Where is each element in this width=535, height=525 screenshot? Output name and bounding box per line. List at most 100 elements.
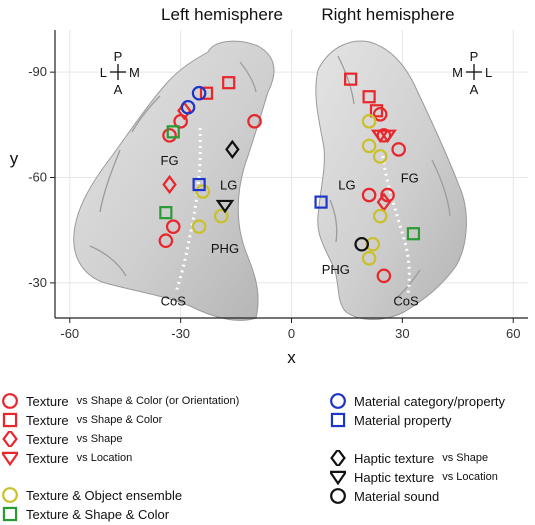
diamond-data-point — [162, 174, 177, 195]
x-tick-label: 30 — [395, 326, 409, 341]
right-furrow-1 — [431, 159, 451, 217]
circle-data-point — [191, 85, 207, 101]
legend-item: Texture vs Shape & Color (or Orientation) — [2, 392, 239, 410]
diamond-data-point — [177, 101, 192, 121]
square-legend-marker — [2, 412, 18, 428]
legend-label: Texture — [26, 450, 69, 466]
circle-data-point — [361, 187, 377, 203]
left-furrow-1 — [99, 149, 121, 213]
legend-symbol-diamond — [2, 431, 18, 447]
legend-label: Material property — [354, 412, 452, 428]
left-furrow-2 — [131, 95, 161, 133]
region-label: CoS — [393, 293, 419, 308]
legend-label: Material sound — [354, 488, 440, 504]
legend-item: Texture & Object ensemble — [2, 486, 182, 504]
square-legend-marker — [330, 412, 346, 428]
legend-label: Haptic texture — [354, 450, 435, 466]
legend-item: Material property — [330, 411, 452, 429]
legend-symbol-diamond — [330, 450, 346, 466]
circle-data-point — [365, 236, 381, 252]
region-label: FG — [161, 153, 179, 168]
circle-data-point — [213, 208, 229, 224]
legend: Texture vs Shape & Color (or Orientation)… — [0, 388, 535, 525]
left-panel-title: Left hemisphere — [161, 5, 283, 24]
square-data-point — [362, 90, 376, 104]
square-data-point — [406, 227, 421, 241]
diamond-data-point — [225, 139, 240, 160]
legend-label: Material category/property — [354, 393, 506, 409]
y-axis-label: y — [10, 149, 19, 168]
legend-symbol-circle — [2, 487, 18, 503]
left-furrow-4 — [239, 61, 257, 93]
compass-label-east: M — [129, 65, 140, 80]
panel-titles: Left hemisphere Right hemisphere — [161, 5, 455, 24]
circle-legend-marker — [330, 488, 346, 504]
triangle-down-data-point — [378, 129, 397, 144]
circle-data-point — [391, 142, 406, 157]
circle-legend-marker — [2, 487, 18, 503]
square-data-point — [344, 72, 358, 86]
circle-data-point — [165, 219, 181, 234]
y-tick-label: -30 — [28, 275, 47, 290]
legend-label: Texture — [26, 412, 69, 428]
legend-sublabel: vs Shape — [76, 433, 123, 445]
triangle-down-legend-marker — [330, 470, 346, 485]
circle-legend-marker — [2, 393, 18, 409]
legend-sublabel: vs Shape & Color — [76, 414, 163, 426]
compass-label-west: M — [452, 65, 463, 80]
diamond-legend-marker — [330, 450, 346, 466]
region-label: FG — [401, 171, 419, 186]
circle-data-point — [376, 128, 392, 143]
legend-item: Texture vs Shape — [2, 430, 123, 448]
diamond-legend-marker — [2, 431, 18, 447]
legend-label: Texture — [26, 431, 69, 447]
square-data-point — [314, 195, 328, 209]
circle-data-point — [361, 250, 377, 266]
circle-data-point — [372, 106, 388, 122]
x-tick-label: 0 — [288, 326, 295, 341]
square-data-point — [369, 104, 384, 118]
legend-label: Texture & Object ensemble — [26, 487, 183, 503]
legend-item: Texture vs Shape & Color — [2, 411, 162, 429]
compass-label-top: P — [114, 49, 123, 64]
square-data-point — [192, 177, 206, 192]
region-label: PHG — [211, 241, 239, 256]
circle-data-point — [180, 99, 196, 115]
legend-item: Material category/property — [330, 392, 505, 410]
circle-data-point — [195, 184, 211, 199]
square-data-point — [159, 206, 173, 220]
circle-legend-marker — [330, 393, 346, 409]
circle-data-point — [247, 114, 262, 129]
legend-sublabel: vs Shape — [442, 452, 489, 464]
x-tick-label: -60 — [60, 326, 79, 341]
brain-furrows — [89, 55, 451, 301]
right-hemisphere-surface — [315, 40, 467, 320]
right-panel-title: Right hemisphere — [321, 5, 454, 24]
legend-label: Texture — [26, 393, 69, 409]
legend-symbol-square — [2, 412, 18, 428]
legend-symbol-circle — [2, 393, 18, 409]
region-label: CoS — [161, 293, 187, 308]
legend-item: Haptic texture vs Shape — [330, 449, 488, 467]
circle-data-point — [376, 268, 392, 284]
square-data-point — [166, 125, 180, 139]
collateral-sulci — [174, 127, 411, 295]
compass-label-bottom: A — [114, 82, 123, 97]
legend-sublabel: vs Shape & Color (or Orientation) — [76, 395, 240, 407]
square-data-point — [199, 86, 214, 100]
left-furrow-3 — [89, 245, 127, 277]
circle-data-point — [191, 219, 207, 234]
triangle-down-legend-marker — [2, 451, 18, 466]
right-furrow-2 — [337, 55, 355, 105]
region-label: LG — [338, 178, 355, 193]
legend-label: Texture & Shape & Color — [26, 506, 170, 522]
legend-symbol-square — [2, 506, 18, 522]
legend-symbol-triangle-down — [2, 451, 18, 466]
legend-symbol-circle — [330, 488, 346, 504]
circle-data-point — [361, 114, 377, 129]
data-markers — [158, 72, 421, 284]
